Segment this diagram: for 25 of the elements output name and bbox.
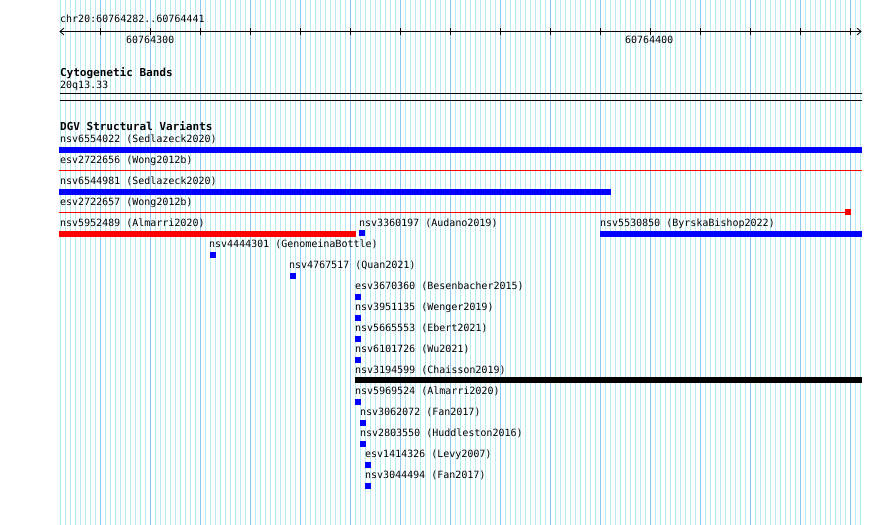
- feature-label: nsv4767517 (Quan2021): [289, 260, 416, 272]
- feature-label: nsv3062072 (Fan2017): [360, 407, 480, 419]
- feature-label: nsv3194599 (Chaisson2019): [355, 365, 506, 377]
- feature-label: nsv5969524 (Almarri2020): [355, 386, 500, 398]
- feature-label: esv1414326 (Levy2007): [365, 449, 492, 461]
- feature-label: nsv5952489 (Almarri2020): [60, 218, 204, 230]
- band-label: 20q13.33: [60, 80, 108, 92]
- feature-label: esv2722657 (Wong2012b): [60, 197, 192, 209]
- tick-label: 60764300: [126, 35, 174, 47]
- feature-label: nsv2803550 (Huddleston2016): [360, 428, 523, 440]
- feature-label: esv2722656 (Wong2012b): [60, 155, 192, 167]
- feature-label: nsv5665553 (Ebert2021): [355, 323, 488, 335]
- feature-label: nsv4444301 (GenomeinaBottle): [209, 239, 378, 251]
- feature-label: nsv6544981 (Sedlazeck2020): [60, 176, 217, 188]
- coordinate-range-label: chr20:60764282..60764441: [60, 14, 204, 26]
- track-title: Cytogenetic Bands: [60, 67, 173, 79]
- feature-label: nsv3951135 (Wenger2019): [355, 302, 494, 314]
- feature-label: nsv5530850 (ByrskaBishop2022): [600, 218, 775, 230]
- tick-label: 60764400: [625, 35, 674, 47]
- feature-label: nsv6101726 (Wu2021): [355, 344, 470, 356]
- feature-label: nsv3044494 (Fan2017): [365, 470, 486, 482]
- track-title: DGV Structural Variants: [60, 121, 212, 133]
- feature-label: esv3670360 (Besenbacher2015): [355, 281, 524, 293]
- feature-label: nsv6554022 (Sedlazeck2020): [60, 134, 217, 146]
- feature-label: nsv3360197 (Audano2019): [359, 218, 498, 230]
